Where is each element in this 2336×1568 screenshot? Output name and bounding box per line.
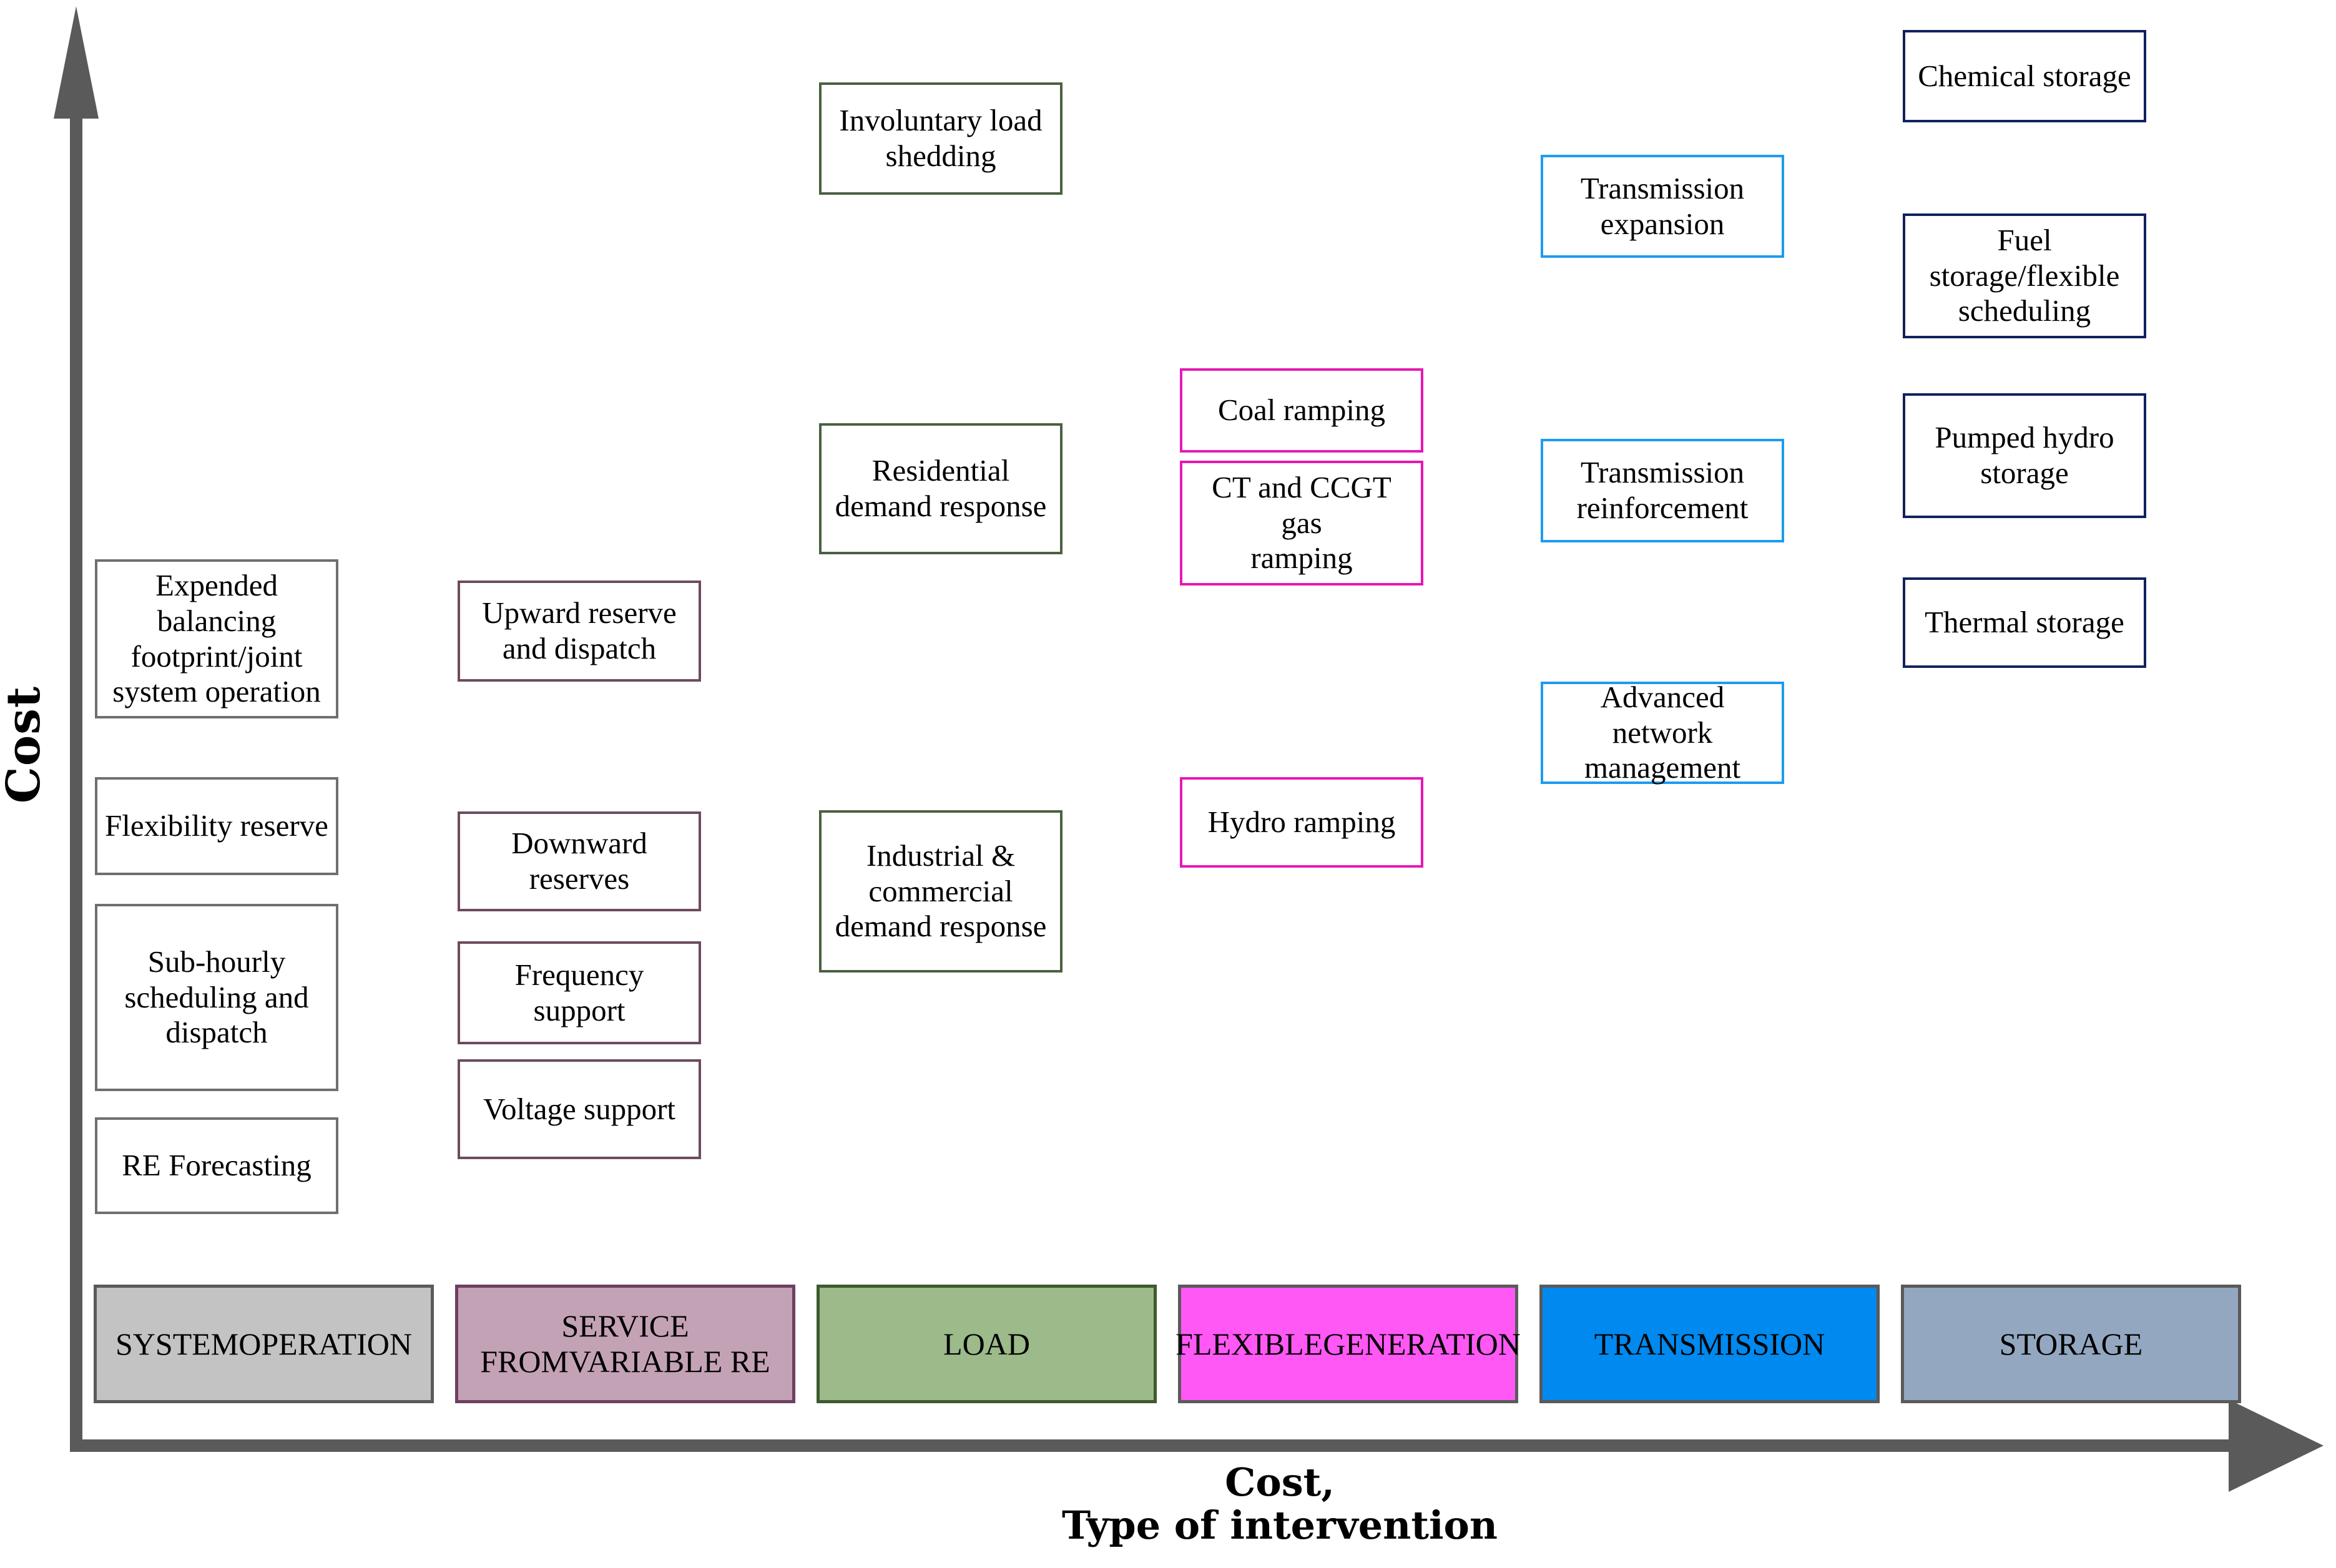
x-axis-label-line2: Type of intervention (1062, 1502, 1498, 1549)
y-axis-arrow-icon (54, 6, 99, 119)
intervention-box-flexibility-reserve[interactable]: Flexibility reserve (95, 777, 338, 875)
category-bar-load[interactable]: LOAD (817, 1285, 1157, 1403)
x-axis-label: Cost, Type of intervention (886, 1461, 1673, 1547)
y-axis-label: Cost (0, 685, 51, 804)
intervention-box-thermal-storage[interactable]: Thermal storage (1903, 577, 2146, 668)
intervention-box-label: Flexibility reserve (105, 808, 328, 843)
category-bar-label: TRANSMISSION (1594, 1326, 1825, 1361)
intervention-box-hydro-ramping[interactable]: Hydro ramping (1180, 777, 1423, 868)
x-axis-label-line1: Cost, (1225, 1459, 1335, 1505)
x-axis-arrow-icon (2229, 1399, 2324, 1492)
intervention-box-label: Chemical storage (1918, 58, 2131, 93)
category-bar-transmission[interactable]: TRANSMISSION (1539, 1285, 1880, 1403)
category-bar-flexible-generation[interactable]: FLEXIBLEGENERATION (1175, 1285, 1521, 1403)
category-bar-storage[interactable]: STORAGE (1901, 1285, 2241, 1403)
category-bar-label: FLEXIBLEGENERATION (1175, 1326, 1521, 1361)
category-bar-label: SERVICE FROMVARIABLE RE (480, 1308, 770, 1379)
intervention-box-label: RE Forecasting (122, 1148, 312, 1183)
intervention-box-re-forecasting[interactable]: RE Forecasting (95, 1117, 338, 1214)
category-bar-service-variable-re[interactable]: SERVICE FROMVARIABLE RE (455, 1285, 795, 1403)
intervention-box-voltage-support[interactable]: Voltage support (458, 1059, 701, 1159)
intervention-box-label: Voltage support (483, 1091, 676, 1126)
intervention-box-label: Hydro ramping (1207, 805, 1396, 840)
category-bar-system-operation[interactable]: SYSTEMOPERATION (94, 1285, 434, 1403)
category-bar-label: STORAGE (1999, 1326, 2143, 1361)
category-bar-label: LOAD (943, 1326, 1030, 1361)
x-axis-line (70, 1439, 2233, 1452)
y-axis-line (70, 112, 82, 1451)
intervention-box-label: Coal ramping (1217, 393, 1386, 428)
intervention-box-label: Thermal storage (1925, 605, 2124, 640)
intervention-box-coal-ramping[interactable]: Coal ramping (1180, 368, 1423, 453)
category-bar-label: SYSTEMOPERATION (115, 1326, 413, 1361)
intervention-box-frequency-support[interactable]: Frequency support (458, 941, 701, 1044)
intervention-box-label: Frequency support (514, 957, 644, 1027)
intervention-box-chemical-storage[interactable]: Chemical storage (1903, 30, 2146, 122)
